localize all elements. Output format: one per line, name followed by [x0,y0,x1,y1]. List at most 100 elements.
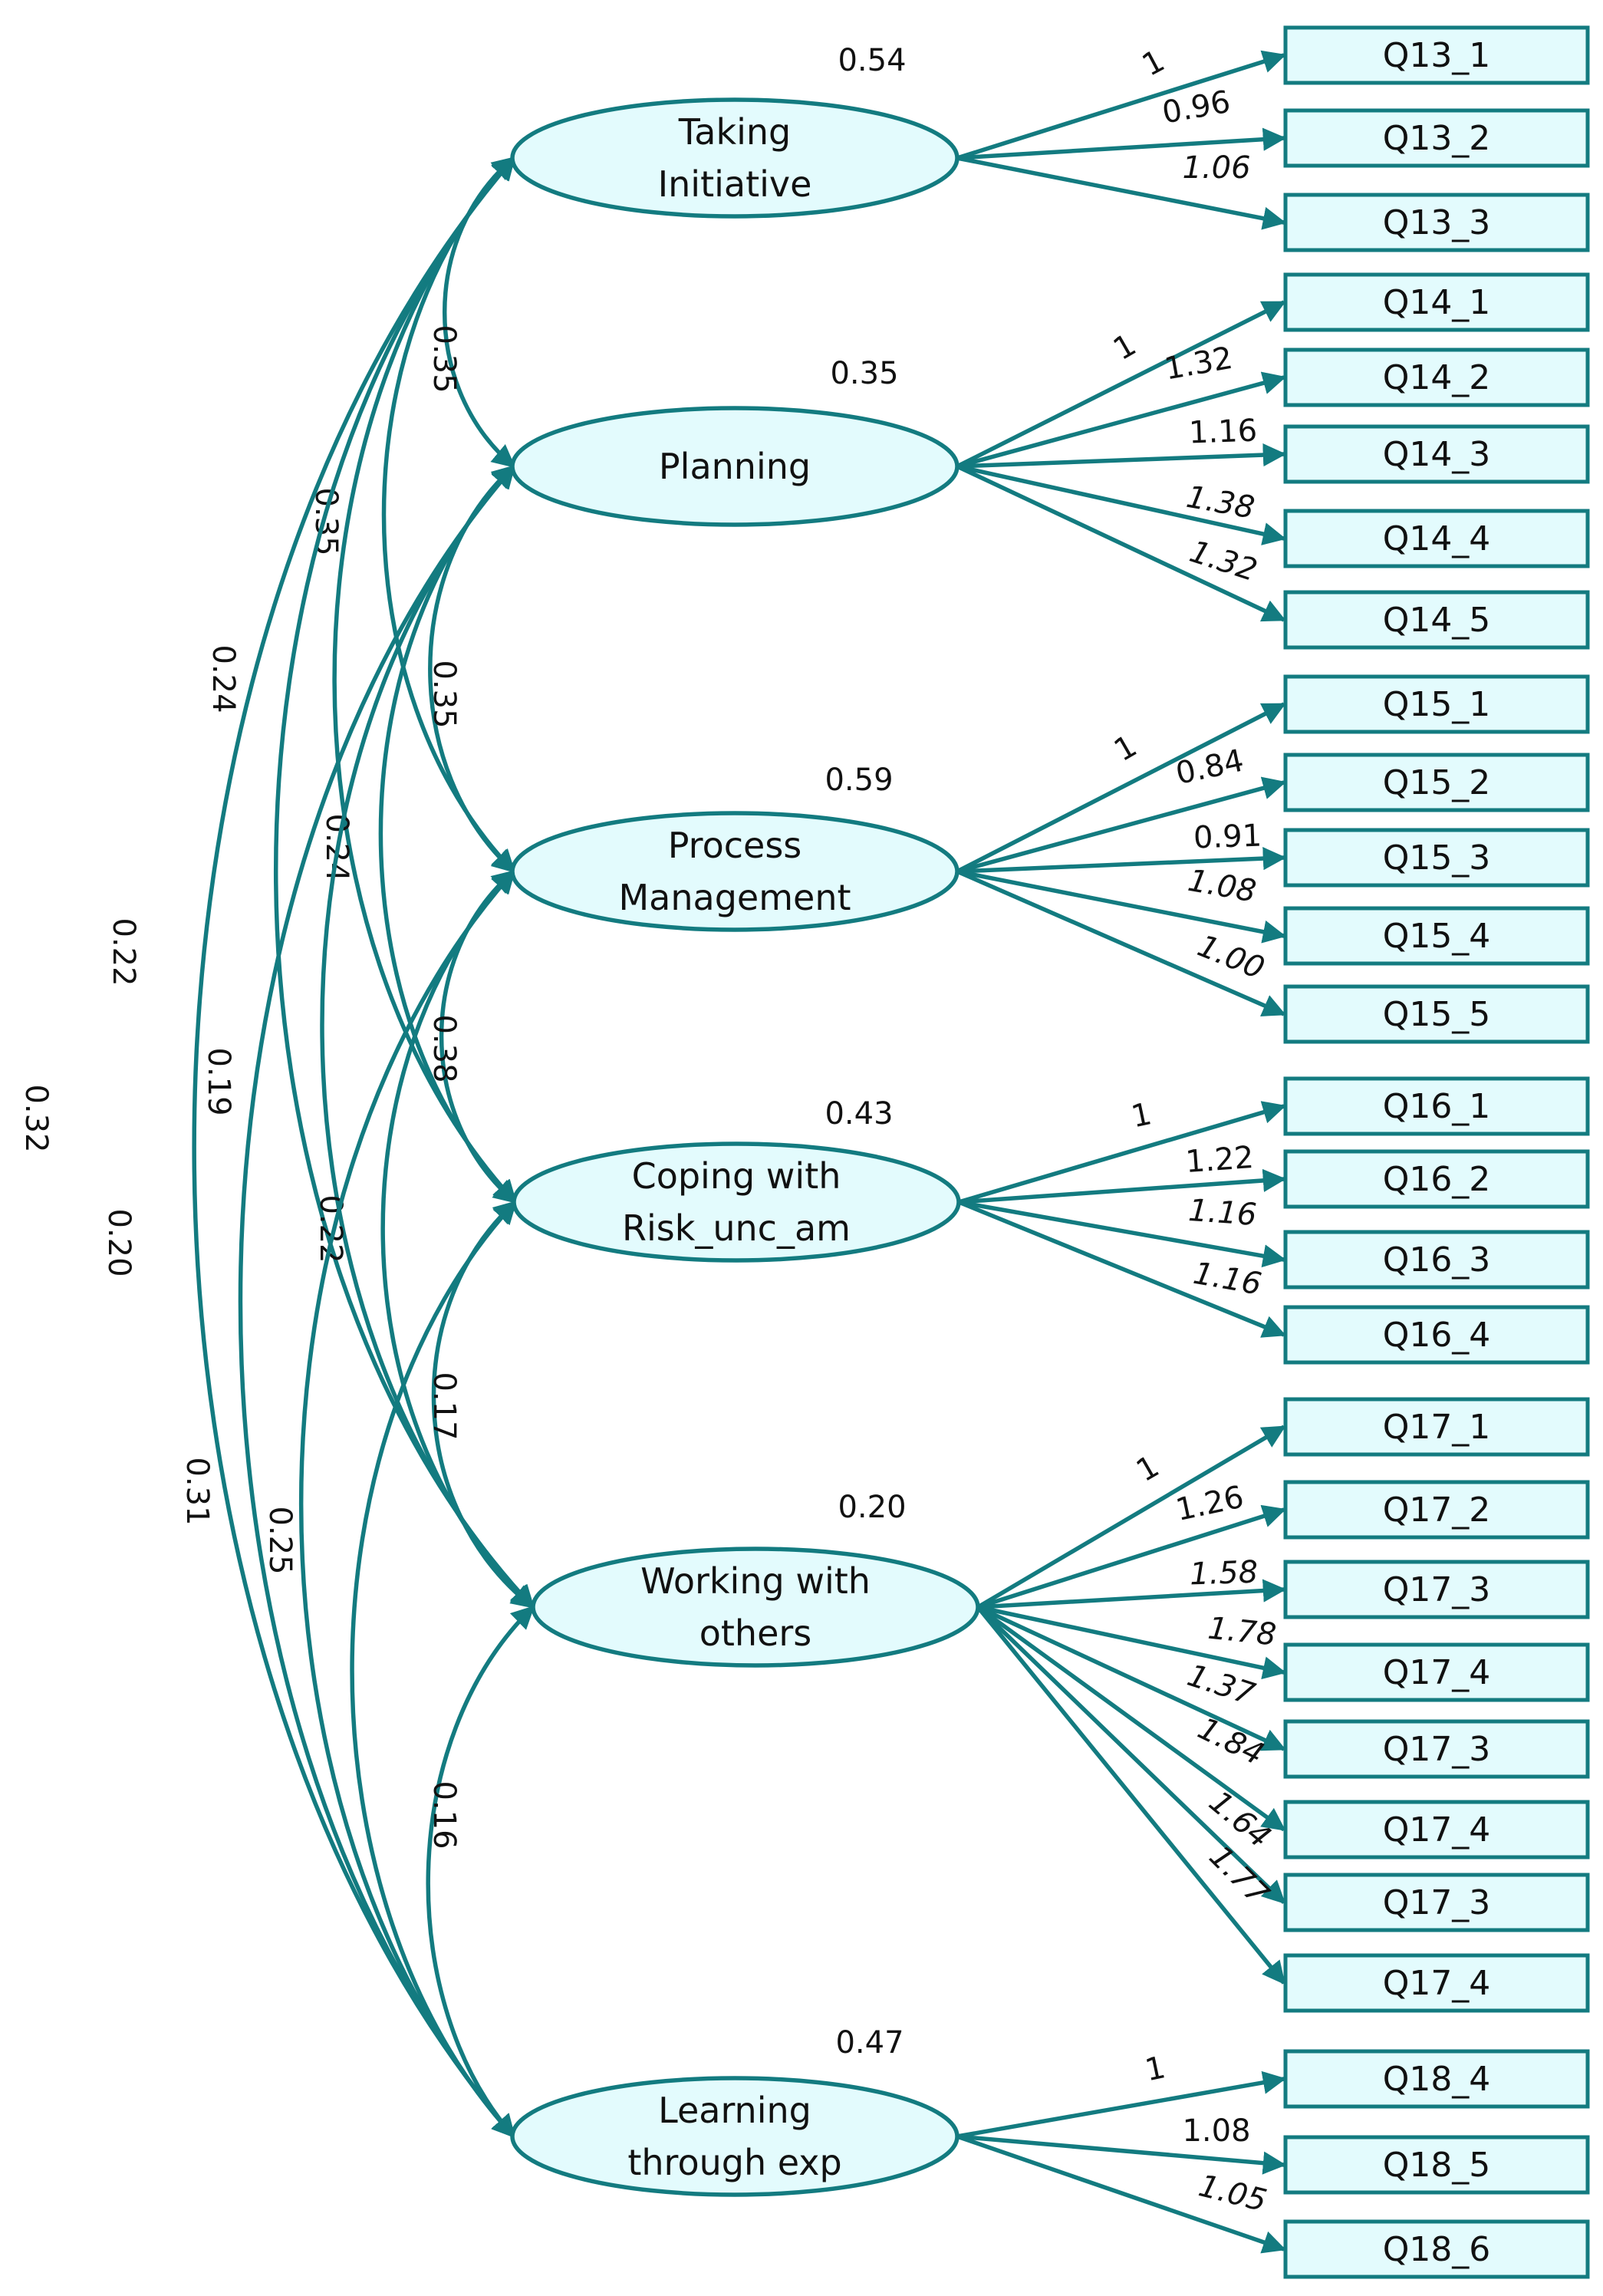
covariance-arc-cr-le [350,1200,518,2139]
loading-arrow [977,1579,1287,1609]
factor-variance-label: 0.47 [835,2025,904,2060]
loading-label: 0.91 [1193,818,1262,855]
loading-arrow [958,1101,1286,1204]
loading-label: 1 [1131,1448,1165,1489]
loading-label: 1.58 [1189,1554,1259,1592]
indicator-label: Q17_4 [1383,1964,1491,2003]
covariance-label: 0.35 [426,324,462,393]
indicator-label: Q14_5 [1383,601,1491,640]
covariance-label: 0.24 [206,644,241,713]
factor-label: Process [668,825,802,866]
indicator-label: Q16_3 [1383,1240,1491,1280]
indicator-label: Q16_2 [1383,1160,1491,1199]
indicator-box [1283,828,1590,888]
indicator-box [1283,1230,1590,1290]
loading-arrow [956,702,1286,874]
indicator-box [1283,1642,1590,1702]
indicator-label: Q18_6 [1383,2230,1491,2269]
loading-arrow [956,464,1286,545]
loading-label: 1.77 [1202,1839,1275,1912]
factor-variance-label: 0.59 [825,763,893,798]
loading-label: 1.16 [1188,413,1258,450]
loading-arrow [956,464,1286,622]
loading-arrow [958,1200,1286,1268]
indicator-label: Q14_2 [1383,358,1491,397]
loading-label: 1 [1108,728,1143,769]
loading-arrow [976,1606,1286,1985]
loading-label: 1.16 [1187,1193,1258,1233]
covariance-arc-ti-pl [443,156,516,469]
factor-label: Coping with [632,1155,841,1197]
loading-arrow [956,2134,1286,2254]
factor-label: others [699,1612,812,1654]
indicator-box [1283,348,1590,407]
indicator-box [1283,1560,1590,1619]
loading-arrow [976,1606,1286,1905]
covariance-label: 0.31 [179,1457,215,1525]
factor-variance-label: 0.54 [838,43,906,78]
covariance-arc-ti-wo [274,156,535,1609]
covariance-arc-ti-cr [332,156,518,1204]
loading-arrow [956,869,1286,944]
indicator-box [1283,590,1590,650]
indicator-box [1283,674,1590,734]
covariance-label: 0.35 [426,660,462,728]
covariance-arc-ti-le [192,156,516,2139]
loading-arrow [956,127,1287,160]
indicator-label: Q16_1 [1383,1087,1491,1126]
loading-arrow [958,1168,1287,1204]
indicator-box [1283,2219,1590,2279]
loading-arrow [956,300,1286,469]
indicator-label: Q15_5 [1383,995,1491,1034]
indicator-box [1283,1305,1590,1365]
indicator-label: Q18_4 [1383,2060,1491,2099]
indicator-box [1283,1719,1590,1779]
factor-label: Management [618,877,851,918]
covariance-arcs: 0.350.350.240.220.320.350.240.190.200.38… [18,156,535,2139]
indicator-label: Q14_1 [1383,283,1491,322]
indicator-box [1283,984,1590,1044]
loading-arrow [976,1605,1286,1751]
factor-ellipse-ti [510,97,959,219]
covariance-arc-pm-wo [380,869,535,1609]
factor-variance-label: 0.43 [825,1096,893,1132]
loading-label: 1 [1137,43,1170,84]
loading-label: 1.22 [1184,1140,1255,1180]
loading-label: 1.08 [1182,2113,1250,2149]
indicator-label: Q15_1 [1383,685,1491,724]
indicator-label: Q14_3 [1383,435,1491,474]
indicator-label: Q13_2 [1383,119,1491,158]
loading-label: 0.84 [1173,743,1247,792]
indicator-box [1283,1076,1590,1136]
loading-label: 1.08 [1185,863,1259,910]
covariance-label: 0.16 [426,1780,462,1849]
loading-label: 1 [1142,2050,1168,2088]
factor-label: Initiative [658,163,812,205]
indicator-box [1283,2135,1590,2195]
loading-arrow [956,776,1286,874]
indicator-label: Q13_3 [1383,203,1491,242]
indicator-box [1283,1149,1590,1209]
factor-label: Learning [658,2090,811,2131]
indicator-label: Q18_5 [1383,2146,1491,2185]
indicator-box [1283,1873,1590,1932]
indicator-label: Q17_3 [1383,1730,1491,1769]
loading-arrow [977,1504,1286,1609]
covariance-label: 0.25 [262,1506,298,1574]
indicator-box [1283,1480,1590,1540]
factor-ellipse-wo [531,1547,980,1668]
loading-label: 1 [1108,327,1142,367]
indicator-box [1283,25,1590,85]
indicator-box [1283,193,1590,252]
covariance-label: 0.32 [18,1084,54,1152]
loading-label: 1.64 [1202,1784,1277,1855]
loading-arrow [956,443,1287,469]
factor-label: Risk_unc_am [622,1207,851,1249]
factor-ellipse-pl [510,406,959,527]
indicator-box [1283,424,1590,484]
loading-arrow [956,847,1287,874]
factor-label: Working with [640,1560,871,1602]
covariance-arc-pm-le [298,869,516,2139]
